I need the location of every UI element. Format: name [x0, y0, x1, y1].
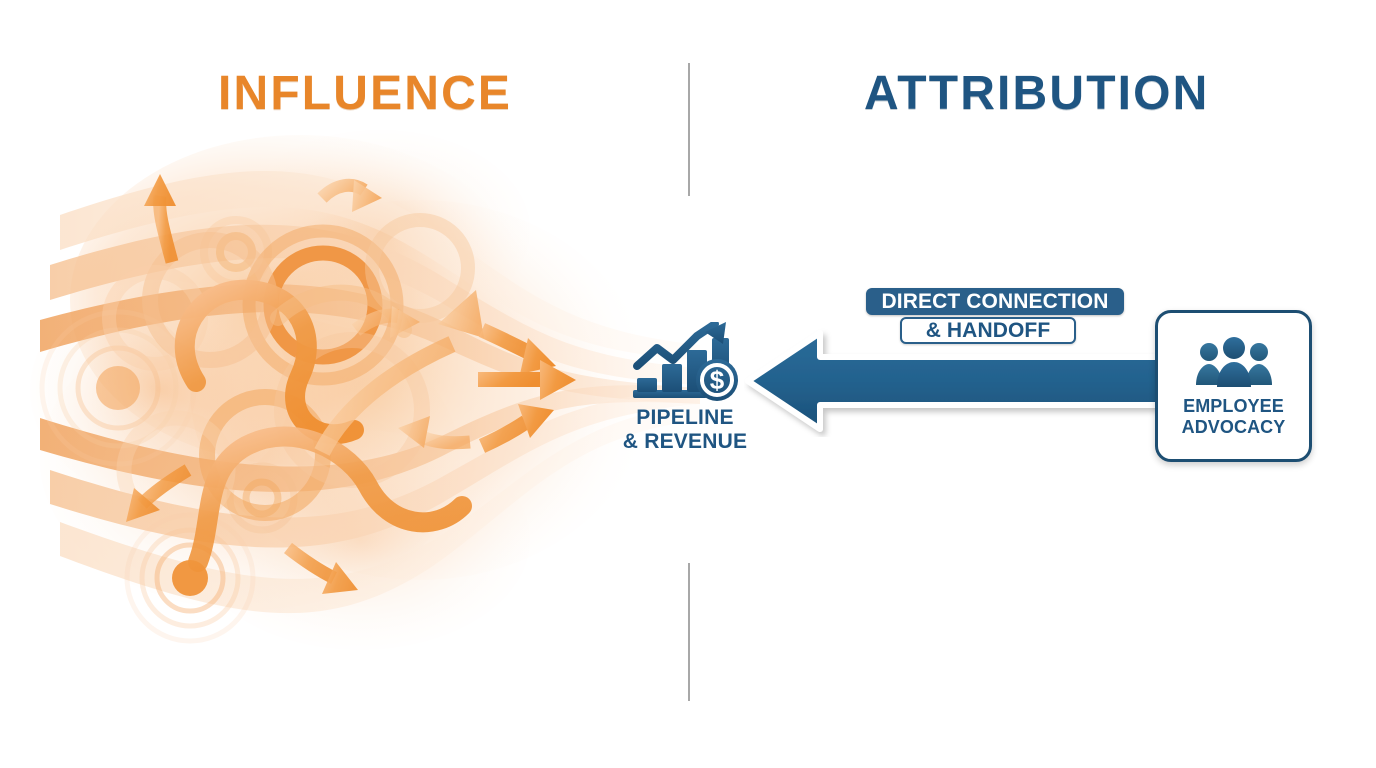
curved-arrow-up-large-icon	[314, 290, 484, 456]
people-group-icon	[1195, 337, 1272, 388]
curved-arrow-down-left-icon	[126, 464, 192, 522]
pipeline-revenue-label: PIPELINE & REVENUE	[623, 406, 747, 453]
curved-arrow-down-right-icon	[284, 542, 358, 594]
influence-heading: INFLUENCE	[218, 67, 513, 120]
divider-line-bottom	[688, 563, 690, 701]
bar-chart-growth-dollar-icon: $	[633, 322, 738, 401]
badge-direct-connection[interactable]: DIRECT CONNECTION	[866, 288, 1124, 315]
divider-line-top	[688, 63, 690, 196]
curved-arrow-left-icon	[398, 416, 471, 450]
curved-arrow-right-icon	[317, 178, 382, 212]
attribution-heading: ATTRIBUTION	[864, 67, 1210, 120]
employee-advocacy-card[interactable]: EMPLOYEE ADVOCACY	[1155, 310, 1312, 462]
pipeline-revenue-node[interactable]: $ PIPELINE & REVENUE	[600, 322, 770, 467]
converging-arrow-middle-icon	[478, 360, 576, 400]
influence-artwork	[30, 130, 700, 650]
pipeline-label-line1: PIPELINE	[636, 406, 734, 429]
employee-advocacy-label: EMPLOYEE ADVOCACY	[1182, 396, 1286, 436]
influence-arrows	[126, 174, 576, 594]
employee-advocacy-line2: ADVOCACY	[1181, 416, 1286, 437]
badge-handoff[interactable]: & HANDOFF	[900, 317, 1076, 344]
converging-arrow-lower-icon	[478, 404, 554, 453]
svg-text:$: $	[710, 365, 725, 395]
curved-arrow-up-icon	[144, 174, 179, 264]
employee-advocacy-line1: EMPLOYEE	[1183, 396, 1284, 417]
pipeline-label-line2: & REVENUE	[622, 429, 748, 453]
curved-arrow-up-right-icon	[351, 306, 420, 338]
